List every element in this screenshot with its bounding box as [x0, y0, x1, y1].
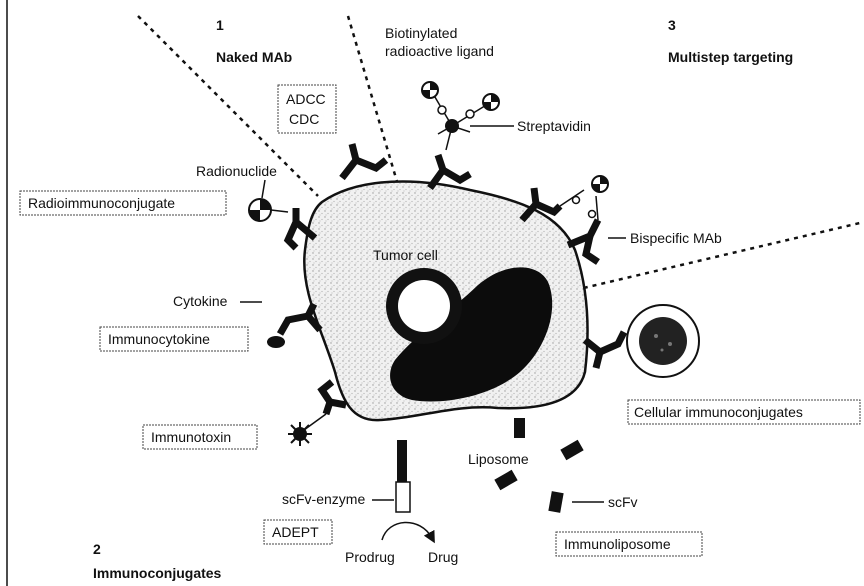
prodrug-drug-arrow [382, 522, 432, 540]
section-title-immunoconjugates: Immunoconjugates [93, 565, 222, 581]
radioimmunoconjugate-label: Radioimmunoconjugate [28, 195, 175, 211]
bispecific-label: Bispecific MAb [630, 230, 722, 246]
immunocytokine-antibody [267, 304, 320, 348]
section-title-naked-mab: Naked MAb [216, 49, 292, 65]
prodrug-label: Prodrug [345, 549, 395, 565]
section-number-3: 3 [668, 17, 676, 33]
biotinylated-label-line1: Biotinylated [385, 25, 457, 41]
cdc-label: CDC [289, 111, 319, 127]
naked-mab-antibody-2 [430, 155, 470, 188]
cytokine-label: Cytokine [173, 293, 228, 309]
radionuclide-pointer [262, 180, 265, 198]
scfv-enzyme-construct [396, 440, 410, 512]
effector-cell-nucleus [639, 317, 687, 365]
scfv-label: scFv [608, 494, 638, 510]
streptavidin-label: Streptavidin [517, 118, 591, 134]
immunocytokine-label: Immunocytokine [108, 331, 210, 347]
biotinylated-label-line2: radioactive ligand [385, 43, 494, 59]
section-number-1: 1 [216, 17, 224, 33]
cellular-immunoconjugate-antibody [585, 332, 624, 368]
biotinylated-ligand [422, 82, 514, 150]
section-number-2: 2 [93, 541, 101, 557]
adept-label: ADEPT [272, 524, 319, 540]
section-title-multistep: Multistep targeting [668, 49, 793, 65]
tumor-nucleolus-inner [398, 280, 450, 332]
drug-label: Drug [428, 549, 458, 565]
immunoliposome-label: Immunoliposome [564, 536, 671, 552]
liposome-label: Liposome [468, 451, 529, 467]
tumor-cell-label: Tumor cell [373, 247, 438, 263]
cellular-immunoconjugates-label: Cellular immunoconjugates [634, 404, 803, 420]
immunotoxin-label: Immunotoxin [151, 429, 231, 445]
immunotoxin-antibody [288, 382, 346, 446]
adcc-label: ADCC [286, 91, 326, 107]
scfv-enzyme-label: scFv-enzyme [282, 491, 365, 507]
radionuclide-label: Radionuclide [196, 163, 277, 179]
naked-mab-antibody-1 [342, 144, 386, 178]
